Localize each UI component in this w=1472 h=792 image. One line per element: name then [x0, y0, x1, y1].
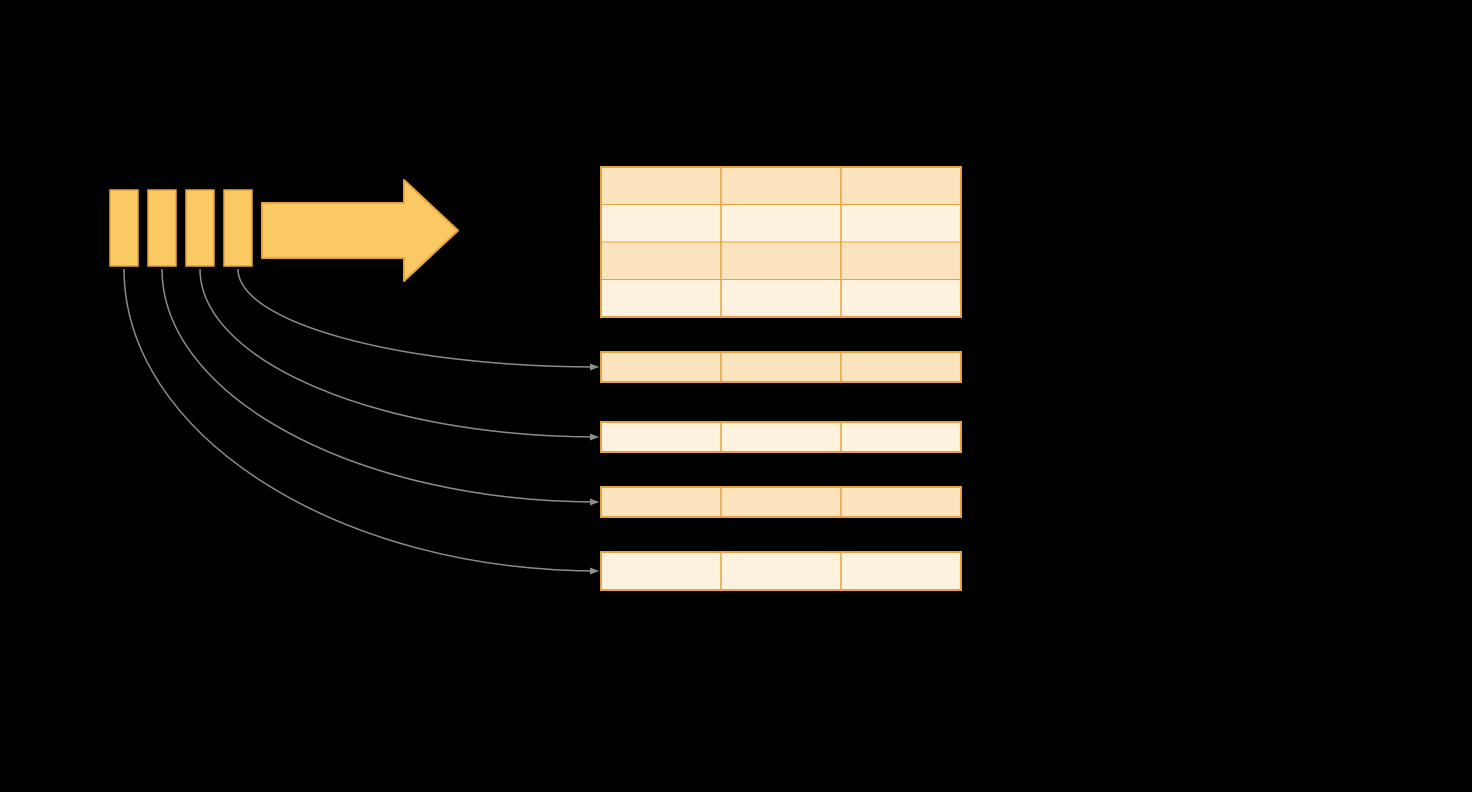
main-table-row-4	[600, 279, 962, 318]
row-table-4	[600, 551, 962, 591]
row-table-4-body	[600, 551, 962, 591]
row-table-3-body	[600, 486, 962, 518]
chunk-bar-3	[185, 189, 215, 267]
row-tables	[600, 351, 962, 591]
row-table-2-body	[600, 421, 962, 453]
row-table-3	[600, 486, 962, 518]
row-table-1-body	[600, 351, 962, 383]
main-table-border	[600, 166, 962, 318]
main-table-row-2	[600, 204, 962, 243]
connector-4	[123, 268, 599, 575]
flow-arrow-icon	[261, 179, 459, 282]
connector-1	[237, 268, 599, 371]
row-table-2	[600, 421, 962, 453]
main-table-row-3	[600, 241, 962, 280]
chunk-bar-2	[147, 189, 177, 267]
connector-2	[199, 268, 599, 441]
flow-arrow-group	[261, 179, 459, 282]
main-table-row-1	[600, 166, 962, 205]
chunk-bar-1	[109, 189, 139, 267]
chunk-bar-4	[223, 189, 253, 267]
main-table	[600, 166, 962, 318]
chunk-stack	[109, 189, 253, 267]
row-table-1	[600, 351, 962, 383]
connector-3	[161, 268, 599, 506]
connectors	[123, 268, 599, 575]
